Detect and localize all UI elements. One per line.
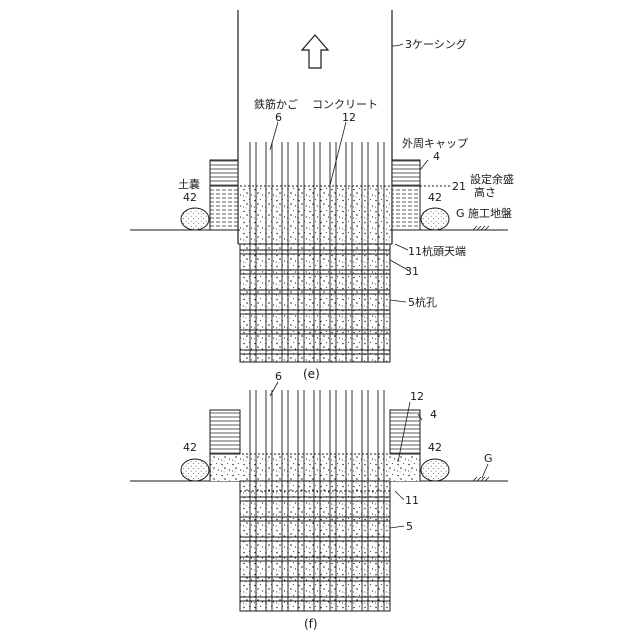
num-sandbag-right-f: 42 (428, 441, 442, 454)
sandbag-left-f (181, 459, 209, 481)
outer-cap-right-e (392, 160, 420, 230)
outer-cap-left-e (210, 160, 238, 230)
num-rebar-cage-f: 6 (275, 370, 282, 383)
pile-hole-e (240, 244, 390, 362)
figure-e: 3ケーシング 鉄筋かご 6 コンクリート 12 外周キャップ 4 設定余盛 高さ… (130, 10, 514, 381)
figure-f: 6 12 4 42 42 G 11 5 (f) (130, 370, 508, 631)
label-casing-e: 3ケーシング (405, 37, 467, 51)
num-outer-cap-e: 4 (433, 150, 440, 163)
num-extra-height-e: 21 (452, 180, 466, 193)
num-sandbag-right-e: 42 (428, 191, 442, 204)
label-pile-top-e: 11杭頭天端 (408, 244, 466, 258)
caption-f: (f) (304, 617, 318, 631)
num-pile-hole-f: 5 (406, 520, 413, 533)
label-extra-height-1-e: 設定余盛 (470, 172, 514, 186)
sandbag-right-f (421, 459, 449, 481)
label-pile-hole-e: 5杭孔 (408, 295, 437, 309)
sandbag-right-e (421, 208, 449, 230)
label-ground-f: G (484, 452, 493, 465)
ground-hatch-e (473, 226, 489, 230)
num-boundary-e: 31 (405, 265, 419, 278)
num-sandbag-left-f: 42 (183, 441, 197, 454)
num-outer-cap-f: 4 (430, 408, 437, 421)
arrow-up-icon (302, 35, 328, 68)
num-pile-top-f: 11 (405, 494, 419, 507)
concrete-e (240, 186, 390, 244)
caption-e: (e) (303, 367, 320, 381)
label-rebar-cage-e: 鉄筋かご (254, 97, 298, 111)
pile-hole-f (240, 481, 390, 611)
num-concrete-e: 12 (342, 111, 356, 124)
label-concrete-e: コンクリート (312, 98, 378, 111)
label-ground-e: G 施工地盤 (456, 207, 512, 220)
label-extra-height-2-e: 高さ (474, 185, 496, 199)
label-sandbag-e: 土嚢 (178, 177, 200, 191)
sandbag-left-e (181, 208, 209, 230)
num-concrete-f: 12 (410, 390, 424, 403)
num-sandbag-left-e: 42 (183, 191, 197, 204)
concrete-top-f (210, 454, 420, 481)
num-rebar-cage-e: 6 (275, 111, 282, 124)
ground-hatch-f (473, 477, 489, 481)
label-outer-cap-e: 外周キャップ (402, 137, 468, 150)
